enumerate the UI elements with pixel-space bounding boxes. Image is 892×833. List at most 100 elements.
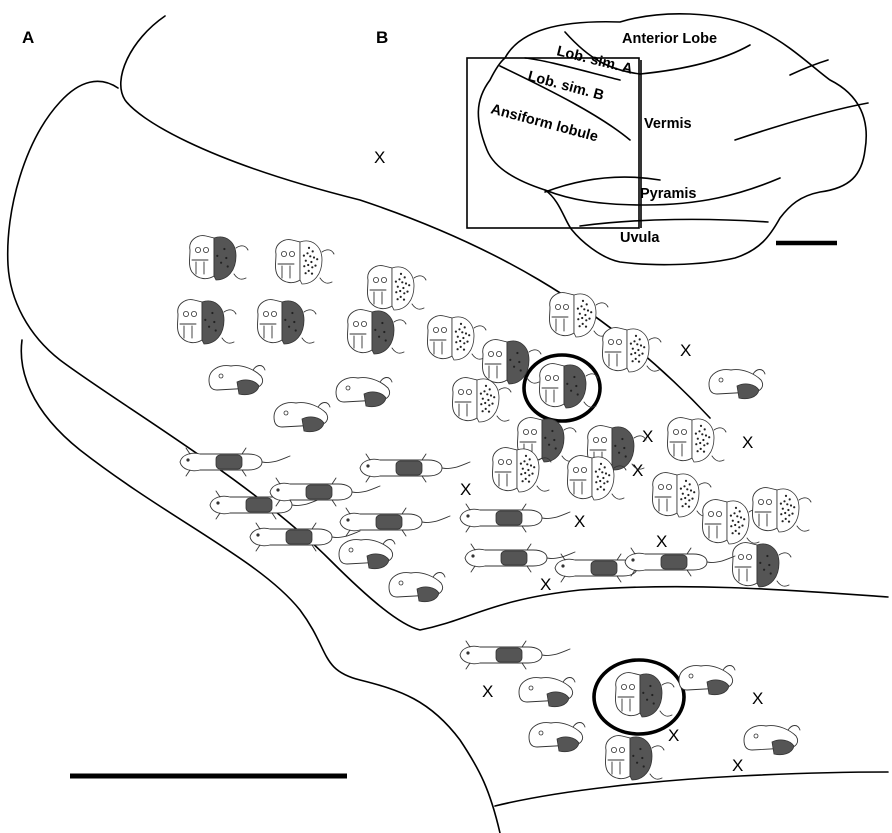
eye-icon xyxy=(352,320,359,327)
face-outline xyxy=(427,315,453,360)
rf-dot xyxy=(459,339,462,343)
rf-dot xyxy=(456,348,459,351)
figurine-profile xyxy=(743,725,801,756)
figurine-body xyxy=(339,507,451,537)
rf-dot xyxy=(223,247,226,251)
whisker-pad xyxy=(429,339,447,355)
receptive-field-patch xyxy=(363,391,387,408)
eye-icon xyxy=(487,350,494,357)
eye-icon xyxy=(607,338,614,345)
rf-dot xyxy=(519,369,522,372)
rf-dot xyxy=(551,429,554,433)
ear-outline xyxy=(583,373,599,408)
receptive-field-patch xyxy=(541,418,565,463)
eye-icon xyxy=(466,651,470,655)
eye-icon xyxy=(276,488,280,492)
rf-dot xyxy=(521,467,524,470)
eye-icon xyxy=(618,746,625,753)
limb-outline xyxy=(630,547,692,577)
rf-dot xyxy=(307,246,311,249)
eye-icon xyxy=(610,746,617,753)
ear-outline xyxy=(536,457,552,492)
rf-dot xyxy=(737,520,740,524)
rf-dot xyxy=(488,388,491,391)
ear-outline xyxy=(562,677,576,683)
figurine-face xyxy=(605,735,665,781)
rf-dot xyxy=(314,264,317,267)
face-outline xyxy=(257,299,283,344)
rf-dot xyxy=(553,438,556,442)
rf-dot xyxy=(708,436,711,439)
x-marker: X xyxy=(732,756,743,775)
rf-dot xyxy=(408,284,411,287)
limb-outline xyxy=(465,503,527,533)
face-outline xyxy=(452,377,478,422)
label-anterior-lobe: Anterior Lobe xyxy=(622,31,717,47)
rf-dot xyxy=(578,325,581,328)
x-marker: X xyxy=(374,148,385,167)
rf-dot xyxy=(649,684,652,688)
rf-dot xyxy=(768,563,771,567)
eye-icon xyxy=(348,547,354,553)
rf-dot xyxy=(684,479,688,482)
eye-icon xyxy=(528,685,534,691)
rf-dot xyxy=(699,441,702,445)
fissure-7 xyxy=(734,102,869,141)
panel-b-letter: B xyxy=(376,28,388,47)
receptive-field-patch xyxy=(506,340,530,385)
rf-dot xyxy=(606,480,609,483)
rf-dot xyxy=(631,347,634,350)
eye-icon xyxy=(715,510,722,517)
whisker-pad xyxy=(569,479,587,495)
rf-dot xyxy=(576,393,579,396)
rf-dot xyxy=(304,272,307,275)
rf-dot xyxy=(788,514,791,517)
rf-dot xyxy=(642,691,645,694)
receptive-field-patch xyxy=(546,691,570,708)
fissure-3 xyxy=(564,31,641,75)
receptive-field-figurines xyxy=(177,235,812,781)
rf-dot xyxy=(406,290,409,293)
eye-icon xyxy=(280,250,287,257)
ear-outline xyxy=(379,377,393,383)
figurine-profile xyxy=(335,377,393,408)
ear-outline xyxy=(796,497,812,532)
rf-dot xyxy=(466,340,469,343)
rf-dot xyxy=(480,403,483,406)
eye-icon xyxy=(505,458,512,465)
rf-dot xyxy=(784,511,787,515)
rf-dot xyxy=(401,281,404,284)
rf-dot xyxy=(586,309,590,312)
rf-dot xyxy=(585,319,588,322)
rf-dot xyxy=(531,472,534,475)
rf-dot xyxy=(484,401,487,405)
eye-icon xyxy=(440,326,447,333)
limb-outline xyxy=(560,553,622,583)
rf-dot xyxy=(311,250,314,253)
fissure-4 xyxy=(639,44,751,75)
rf-dot xyxy=(706,442,709,445)
eye-icon xyxy=(562,303,569,310)
rf-dot xyxy=(403,292,406,295)
eye-icon xyxy=(372,276,379,283)
eye-icon xyxy=(270,310,277,317)
rf-dot xyxy=(481,410,484,413)
face-outline xyxy=(605,735,631,780)
rf-dot xyxy=(509,358,512,361)
ear-outline xyxy=(611,465,627,500)
eye-icon xyxy=(497,458,504,465)
rf-dot xyxy=(395,291,398,294)
eye-icon xyxy=(345,385,351,391)
rf-dot xyxy=(691,497,694,500)
whisker-pad xyxy=(551,316,569,332)
limb-outline xyxy=(255,522,317,552)
rf-dot xyxy=(599,479,602,483)
figurine-profile xyxy=(708,369,766,400)
face-outline xyxy=(549,292,575,337)
rf-dot xyxy=(306,252,309,255)
rf-dot xyxy=(604,472,608,475)
x-marker: X xyxy=(752,689,763,708)
figurine-face xyxy=(667,417,727,463)
eye-icon xyxy=(288,250,295,257)
